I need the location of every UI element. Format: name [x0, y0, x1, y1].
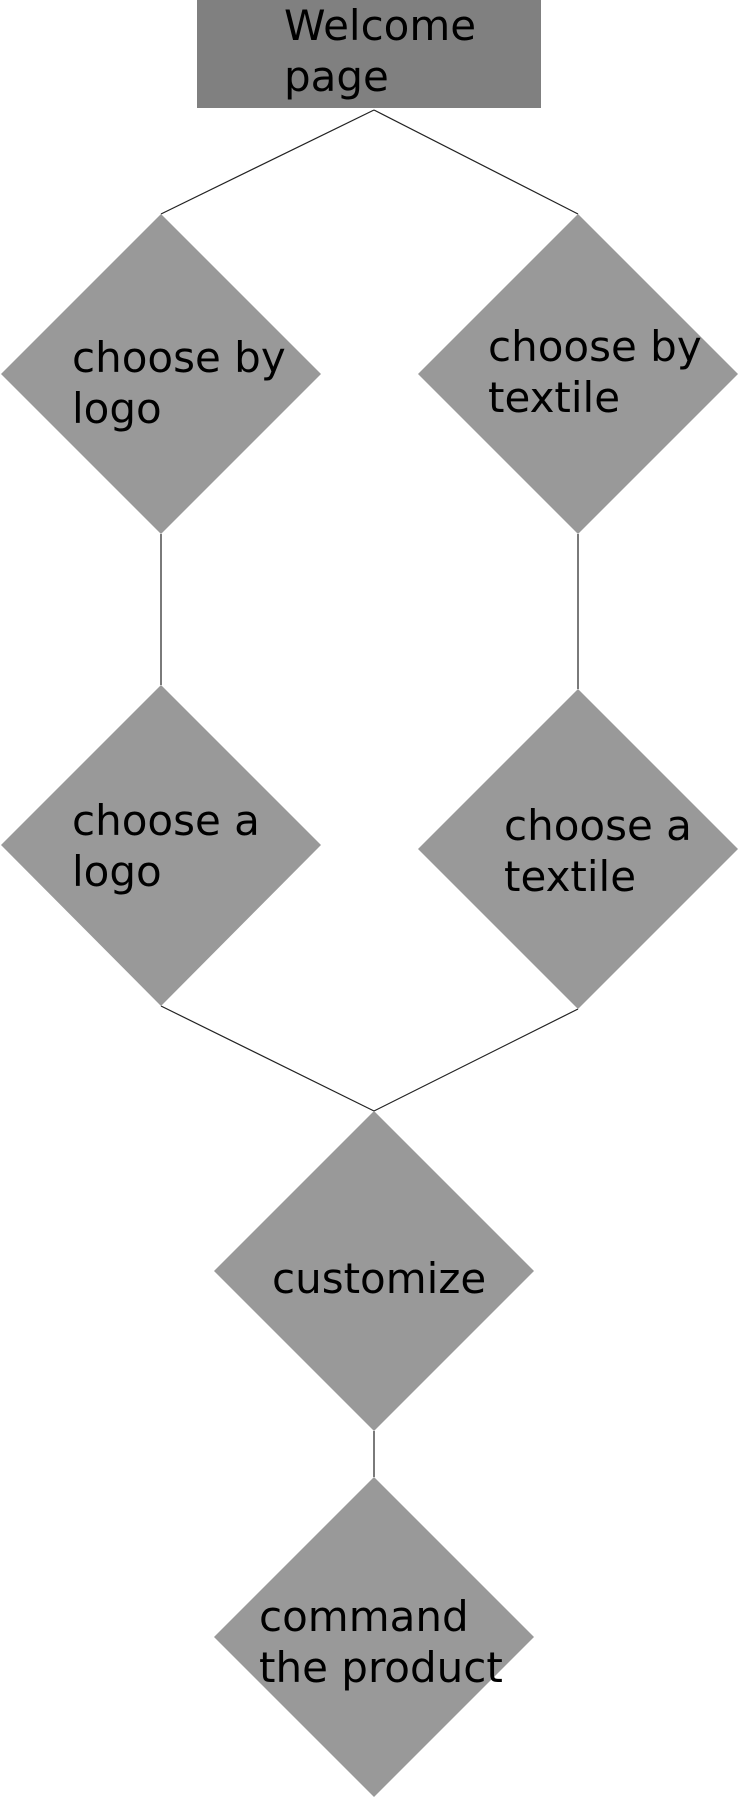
choose-by-textile-label-line1: choose by: [488, 322, 702, 371]
node-choose-a-logo[interactable]: choose a logo: [1, 685, 321, 1006]
edge-welcome-to-choose-by-logo: [160, 109, 375, 215]
choose-a-logo-label-line2: logo: [72, 847, 162, 896]
choose-by-textile-label: choose by textile: [488, 322, 715, 422]
choose-a-textile-label-line2: textile: [504, 852, 636, 901]
command-the-product-label: command the product: [259, 1592, 503, 1692]
choose-by-logo-label-line2: logo: [72, 384, 162, 433]
node-command-the-product[interactable]: command the product: [214, 1477, 534, 1797]
choose-a-logo-diamond: [1, 685, 321, 1006]
edges: [160, 109, 579, 1477]
choose-a-logo-label: choose a logo: [72, 796, 273, 896]
welcome-page-label: Welcome page: [284, 1, 489, 101]
choose-by-logo-label: choose by logo: [72, 333, 299, 433]
command-the-product-label-line2: the product: [259, 1643, 503, 1692]
edge-welcome-to-choose-by-textile: [373, 109, 579, 215]
choose-by-textile-diamond: [418, 214, 738, 534]
choose-a-textile-label: choose a textile: [504, 801, 705, 901]
command-the-product-label-line1: command: [259, 1592, 469, 1641]
welcome-page-box: [197, 0, 541, 108]
command-the-product-diamond: [214, 1477, 534, 1797]
node-customize[interactable]: customize: [214, 1111, 534, 1431]
customize-label-line1: customize: [272, 1254, 486, 1303]
welcome-page-label-line2: page: [284, 52, 389, 101]
edge-choose-a-textile-to-customize: [373, 1008, 579, 1112]
node-choose-by-textile[interactable]: choose by textile: [418, 214, 738, 534]
choose-a-textile-label-line1: choose a: [504, 801, 692, 850]
node-welcome-page[interactable]: Welcome page: [197, 0, 541, 108]
choose-by-logo-diamond: [1, 214, 321, 534]
customize-label: customize: [272, 1254, 486, 1303]
welcome-page-label-line1: Welcome: [284, 1, 476, 50]
choose-a-textile-diamond: [418, 689, 738, 1009]
customize-diamond: [214, 1111, 534, 1431]
node-choose-a-textile[interactable]: choose a textile: [418, 689, 738, 1009]
choose-by-logo-label-line1: choose by: [72, 333, 286, 382]
edge-choose-a-logo-to-customize: [160, 1005, 375, 1112]
choose-a-logo-label-line1: choose a: [72, 796, 260, 845]
node-choose-by-logo[interactable]: choose by logo: [1, 214, 321, 534]
choose-by-textile-label-line2: textile: [488, 373, 620, 422]
